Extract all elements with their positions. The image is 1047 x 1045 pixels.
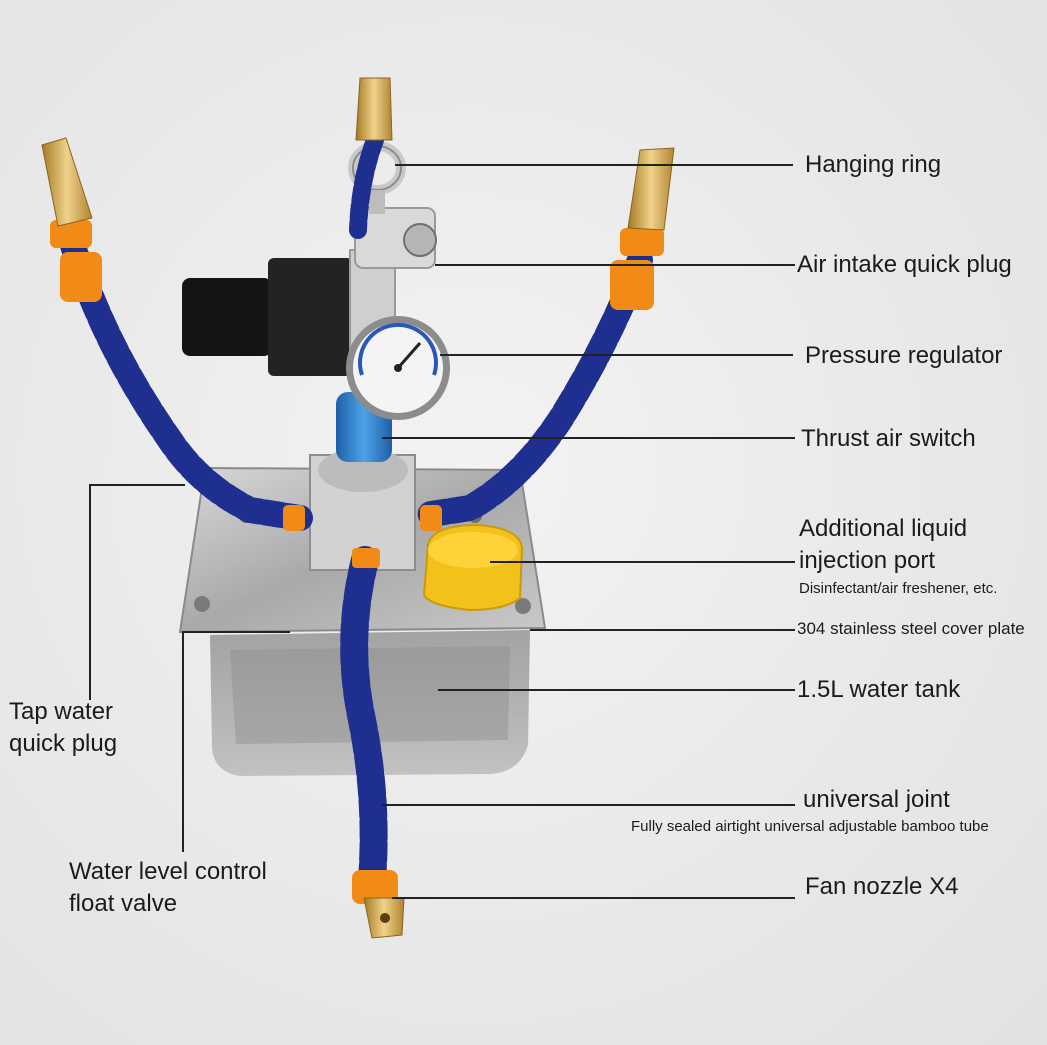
- label-air-intake: Air intake quick plug: [797, 251, 1012, 278]
- liquid-port-cap: [422, 523, 524, 612]
- label-water-tank: 1.5L water tank: [797, 676, 961, 703]
- fan-nozzles: [41, 77, 675, 939]
- label-tap-water: Tap water quick plug: [9, 698, 118, 757]
- label-thrust-switch: Thrust air switch: [801, 425, 976, 452]
- label-hanging-ring: Hanging ring: [805, 151, 942, 178]
- pressure-gauge-icon: [346, 316, 450, 420]
- label-liquid-port: Additional liquid injection port: [799, 515, 968, 574]
- orange-segments: [50, 220, 664, 904]
- label-universal-joint: universal joint: [803, 786, 950, 813]
- label-cover-plate: 304 stainless steel cover plate: [797, 619, 1025, 638]
- label-float-valve: Water level control float valve: [69, 858, 267, 917]
- label-fan-nozzle: Fan nozzle X4: [805, 873, 959, 900]
- callout-lines: [89, 164, 795, 899]
- label-pressure-regulator: Pressure regulator: [805, 342, 1003, 369]
- label-liquid-port-note: Disinfectant/air freshener, etc.: [799, 580, 998, 597]
- label-universal-joint-note: Fully sealed airtight universal adjustab…: [631, 818, 989, 835]
